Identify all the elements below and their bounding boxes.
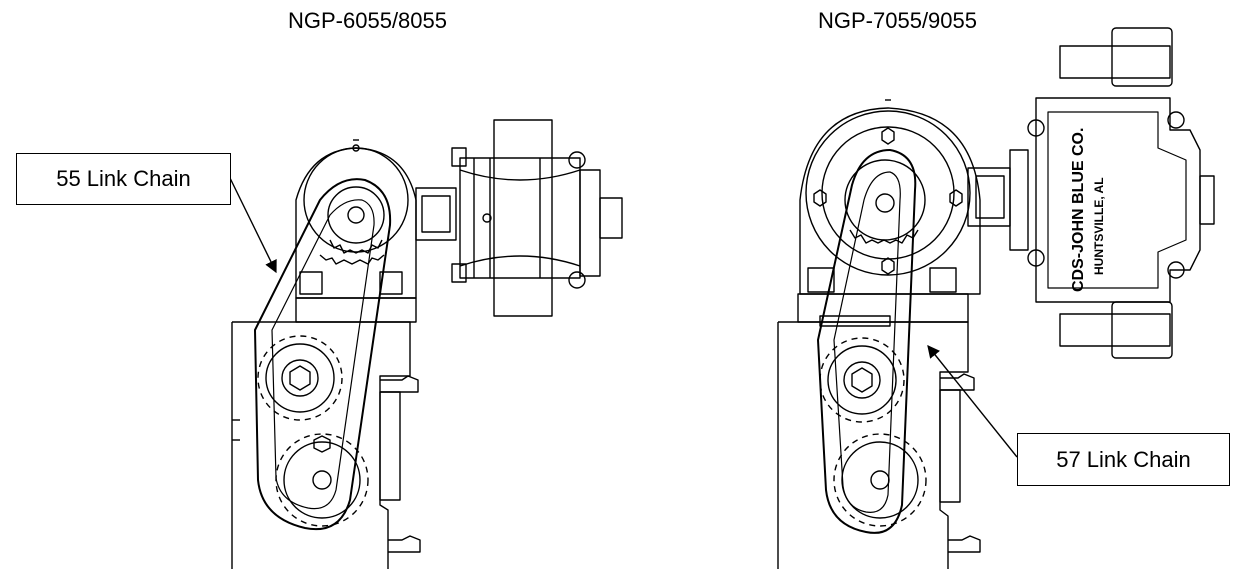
leader-57-link-chain [927,345,1018,458]
callout-57-link-chain: 57 Link Chain [1017,433,1230,486]
callout-label-right: 57 Link Chain [1056,446,1191,472]
stamp-line-2: HUNTSVILLE, AL [1092,177,1106,275]
casting-stamp: CDS-JOHN BLUE CO. HUNTSVILLE, AL [1070,128,1106,292]
pump-drawing-left [231,119,623,569]
pump-title-right: NGP-7055/9055 [818,8,977,33]
callout-label-left: 55 Link Chain [56,166,191,191]
leader-55-link-chain [229,177,277,274]
pump-title-left: NGP-6055/8055 [288,8,447,33]
pump-drawing-right [777,27,1215,569]
callout-55-link-chain: 55 Link Chain [16,153,231,205]
stamp-line-1: CDS-JOHN BLUE CO. [1070,128,1087,292]
